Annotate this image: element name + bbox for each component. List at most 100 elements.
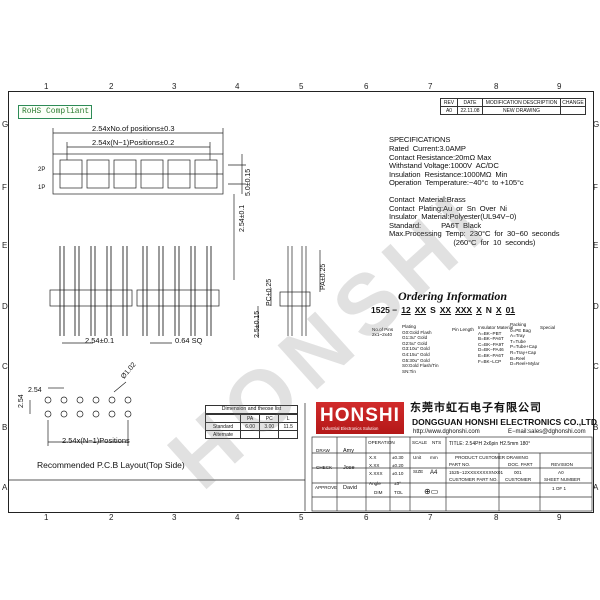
company-logo: HONSHI Industrial Electronics Solution bbox=[316, 402, 404, 434]
code-insulator: XXX bbox=[455, 305, 473, 315]
plating-option: G2:5u" Gold bbox=[402, 340, 428, 346]
dim-pin-sq: 0.64 SQ bbox=[175, 336, 203, 345]
plating-option: SN:Tin bbox=[402, 368, 416, 374]
tol-xx-value: ±0.30 bbox=[392, 455, 404, 460]
product-label: PRODUCT CUSTOMER DRAWING bbox=[455, 455, 529, 460]
pcb-pitch-v: 2.54 bbox=[18, 394, 25, 408]
dim-table-cell bbox=[259, 430, 280, 439]
insulator-option: B=BK−PA6T bbox=[478, 336, 504, 342]
tol-angle-label: Angle bbox=[369, 481, 381, 486]
zone-column-label: 2 bbox=[109, 513, 114, 522]
doc-part-label: DOC. PART bbox=[508, 462, 533, 467]
plating-option: G5:30u" Gold bbox=[402, 357, 430, 363]
packing-option: 0=PE Bag bbox=[510, 327, 531, 333]
approve-label: APPROVE bbox=[315, 485, 338, 490]
tol-label: TOL bbox=[394, 490, 403, 495]
spec-title: SPECIFICATIONS bbox=[389, 135, 451, 144]
insulator-option: E=BK−PA6T bbox=[478, 352, 504, 358]
logo-subtext: Industrial Electronics Solution bbox=[322, 426, 379, 431]
company-email: E−mail:sales@dghonshi.com bbox=[508, 429, 586, 435]
zone-row-label: G bbox=[593, 120, 600, 129]
company-website: http://www.dghonshi.com bbox=[413, 429, 480, 435]
packing-option: P=Tube+Cap bbox=[510, 344, 538, 350]
unit-label: Unit bbox=[413, 455, 422, 460]
dim-side-height: 2.54±0.1 bbox=[239, 204, 246, 232]
drawing-title: TITLE: 2.54PH 2x6pin H2.5mm 180° bbox=[449, 441, 531, 447]
plating-option: S0:Gold Flash/Tin bbox=[402, 363, 439, 369]
spec-line: Rated Current:3.0AMP bbox=[389, 144, 466, 153]
zone-row-label: A bbox=[2, 483, 8, 492]
revision-label: REVISION bbox=[551, 462, 573, 467]
zone-column-label: 8 bbox=[494, 513, 499, 522]
code-s: S bbox=[430, 305, 436, 315]
doc-part-value: 001 bbox=[514, 470, 522, 475]
zone-row-label: C bbox=[2, 362, 8, 371]
code-x: X bbox=[495, 305, 502, 315]
drawing-frame bbox=[8, 91, 594, 513]
packing-label: Packing bbox=[510, 322, 527, 327]
company-name-en: DONGGUAN HONSHI ELECTRONICS CO.,LTD bbox=[412, 417, 597, 427]
zone-column-label: 6 bbox=[364, 82, 369, 91]
projection-symbol: ⊕▭ bbox=[424, 487, 439, 496]
packing-option: T=Tube bbox=[510, 338, 526, 344]
zone-row-label: E bbox=[2, 241, 8, 250]
revision-value: A0 bbox=[558, 470, 564, 475]
size-value: A4 bbox=[430, 470, 438, 476]
pcb-n-positions: 2.54x(N−1)Positions bbox=[62, 436, 130, 445]
scale-value: NTS bbox=[432, 440, 442, 445]
change-cell bbox=[560, 106, 586, 115]
dim-l-length: 2.5±0.15 bbox=[254, 310, 261, 338]
tol-angle-value: ±3° bbox=[394, 481, 401, 486]
spec-line: Max.Processing Temp: 230°C for 30−60 sec… bbox=[389, 229, 560, 239]
zone-column-label: 5 bbox=[299, 513, 304, 522]
plating-option: G3:10u" Gold bbox=[402, 346, 430, 352]
spec-line: Contact Material:Brass bbox=[389, 194, 466, 204]
zone-row-label: B bbox=[593, 423, 599, 432]
dim-pc: PC±0.25 bbox=[266, 278, 273, 306]
scale-label: SCALE bbox=[412, 440, 428, 445]
tol-xxxx-value: ±0.10 bbox=[392, 471, 404, 476]
part-no-value: 1525−12XXSXXXXXNX01 bbox=[449, 470, 504, 475]
zone-row-label: D bbox=[2, 302, 8, 311]
side-view-housing bbox=[279, 291, 311, 307]
packing-option: B=Reel bbox=[510, 355, 526, 361]
sheet-number-label: SHEET NUMBER bbox=[544, 477, 581, 482]
tol-xx-label: X.X bbox=[369, 455, 377, 460]
revision-table: REV DATE MODIFICATION DESCRIPTION CHANGE… bbox=[440, 98, 586, 115]
sheet-number-value: 1 OF 1 bbox=[552, 486, 567, 491]
zone-column-label: 1 bbox=[44, 82, 49, 91]
dim-height-5: 5.0±0.15 bbox=[245, 168, 252, 196]
plating-option: G4:15u" Gold bbox=[402, 351, 430, 357]
front-view-housing-right bbox=[136, 289, 220, 307]
operation-label: OPERATION bbox=[368, 440, 395, 445]
draw-name: Amy bbox=[343, 448, 354, 454]
part-no-label: PART NO. bbox=[449, 462, 471, 467]
zone-column-label: 5 bbox=[299, 82, 304, 91]
zone-row-label: G bbox=[2, 120, 9, 129]
zone-column-label: 1 bbox=[44, 513, 49, 522]
zone-row-label: E bbox=[593, 241, 599, 250]
check-name: Jose bbox=[343, 465, 355, 471]
plating-option: G0:Gold Flash bbox=[402, 329, 432, 335]
draw-label: DRAW bbox=[316, 448, 330, 453]
row-label-1p: 1P bbox=[38, 185, 46, 191]
insulator-option: D=BK−PA46 bbox=[478, 347, 504, 353]
plating-label: Plating bbox=[402, 324, 417, 329]
code-n: N bbox=[485, 305, 492, 315]
rohs-badge: RoHS Compliant bbox=[18, 105, 92, 119]
zone-column-label: 9 bbox=[557, 513, 562, 522]
zone-column-label: 4 bbox=[235, 513, 240, 522]
tol-xxx-value: ±0.20 bbox=[392, 463, 404, 468]
zone-row-label: F bbox=[593, 183, 598, 192]
customer-label: CUSTOMER bbox=[505, 477, 532, 482]
pcb-caption: Recommended P.C.B Layout(Top Side) bbox=[37, 460, 185, 470]
zone-column-label: 7 bbox=[428, 513, 433, 522]
